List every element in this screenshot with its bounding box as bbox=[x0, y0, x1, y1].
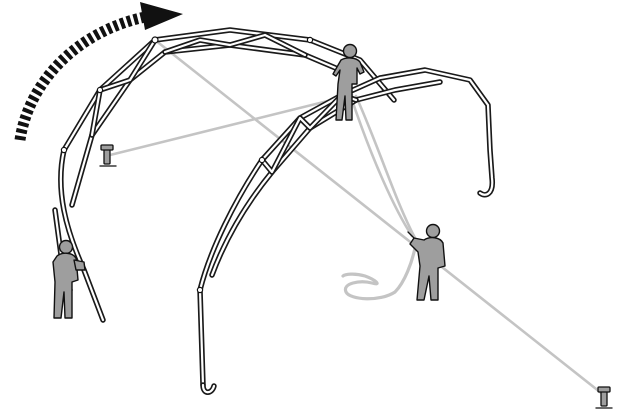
ground-stake-icon bbox=[100, 145, 116, 166]
ground-stake-icon bbox=[596, 387, 612, 408]
rope-coil bbox=[343, 248, 415, 299]
person-holding-leg bbox=[53, 241, 85, 319]
frame-joints bbox=[61, 37, 345, 293]
person-on-frame bbox=[333, 45, 364, 121]
rope-lines bbox=[110, 40, 605, 396]
